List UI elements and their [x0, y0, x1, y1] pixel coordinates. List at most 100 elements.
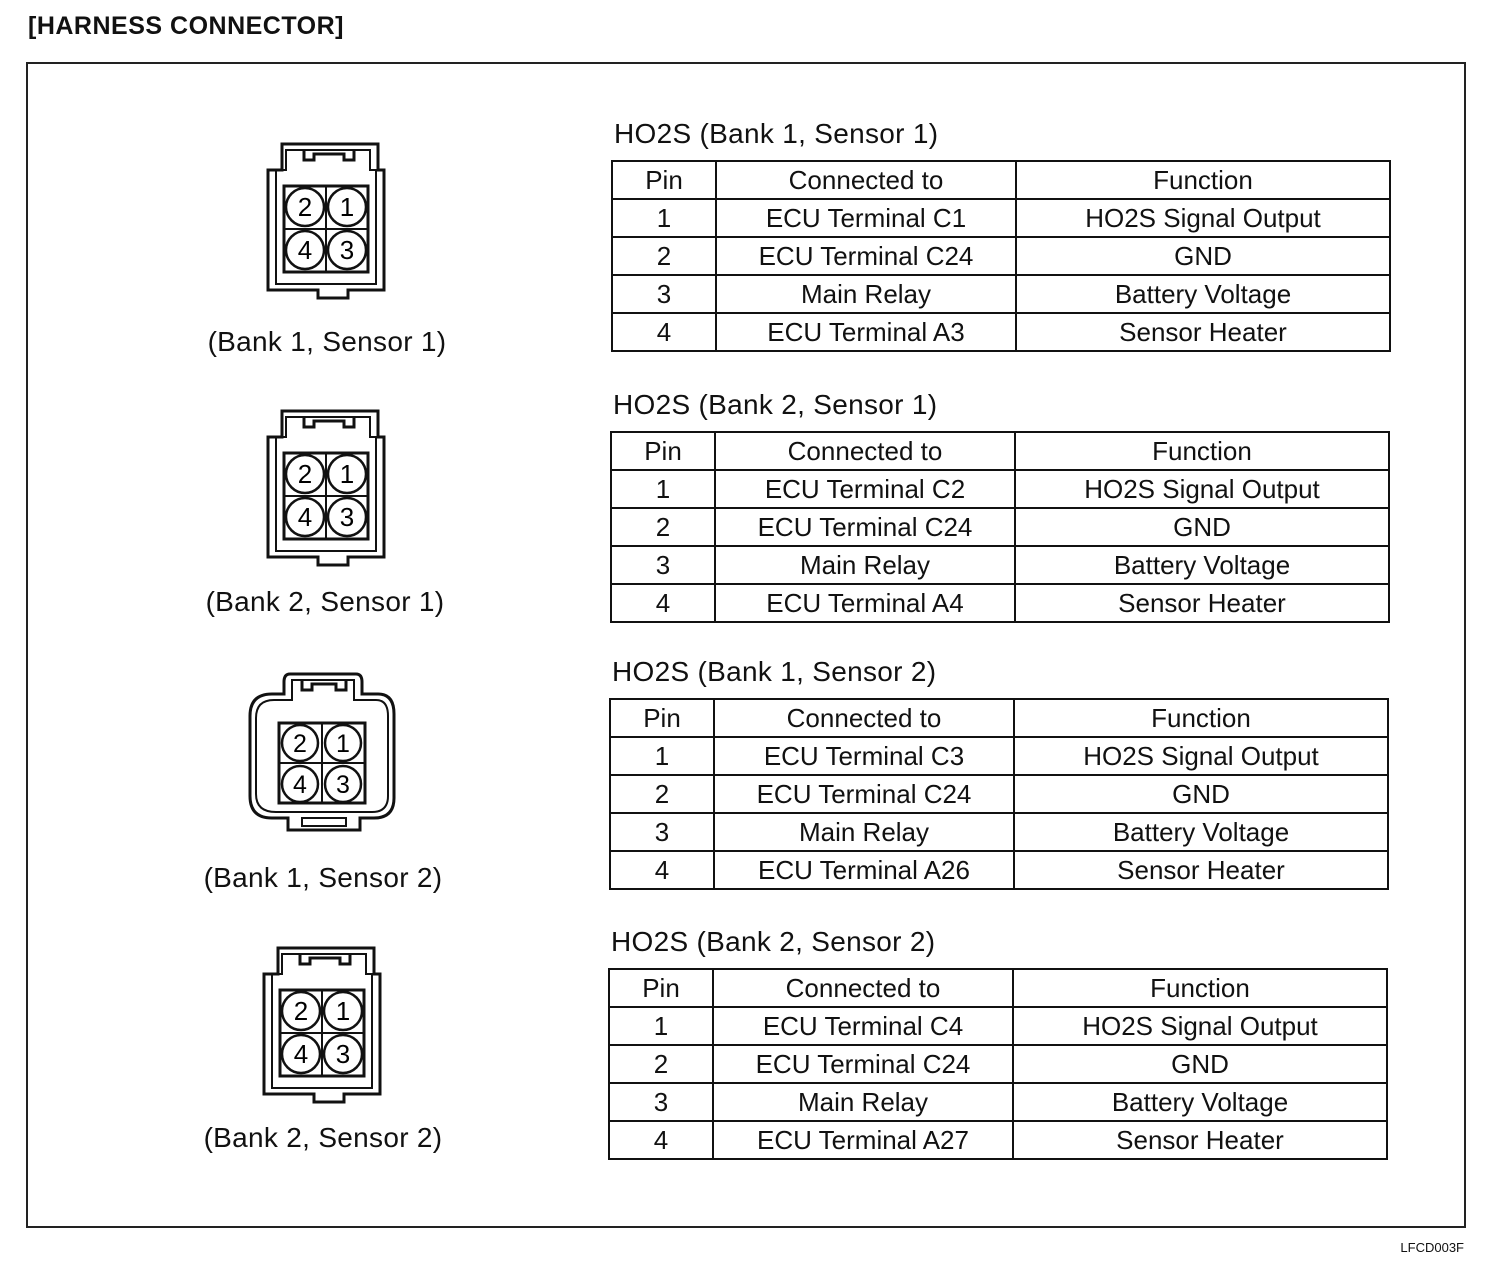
- header-pin: Pin: [610, 431, 716, 471]
- cell-pin: 1: [608, 1006, 714, 1046]
- header-function: Function: [1014, 431, 1390, 471]
- cell-pin: 4: [609, 850, 715, 890]
- cell-connected-to: Main Relay: [712, 1082, 1014, 1122]
- table-row: 4 ECU Terminal A3 Sensor Heater: [611, 312, 1391, 352]
- pin-label: 3: [336, 771, 350, 799]
- table-row: 2 ECU Terminal C24 GND: [610, 507, 1390, 547]
- table-row: 4 ECU Terminal A27 Sensor Heater: [608, 1120, 1388, 1160]
- cell-connected-to: ECU Terminal A3: [715, 312, 1017, 352]
- pin-label: 4: [293, 771, 307, 799]
- cell-connected-to: ECU Terminal A4: [714, 583, 1016, 623]
- connector-caption: (Bank 1, Sensor 2): [203, 862, 443, 893]
- table-header-row: Pin Connected to Function: [608, 968, 1388, 1008]
- header-pin: Pin: [608, 968, 714, 1008]
- cell-connected-to: Main Relay: [714, 545, 1016, 585]
- pin-table: Pin Connected to Function 1 ECU Terminal…: [610, 431, 1390, 623]
- cell-connected-to: ECU Terminal C1: [715, 198, 1017, 238]
- cell-function: GND: [1012, 1044, 1388, 1084]
- pin-table: Pin Connected to Function 1 ECU Terminal…: [608, 968, 1388, 1160]
- cell-function: HO2S Signal Output: [1014, 469, 1390, 509]
- header-function: Function: [1015, 160, 1391, 200]
- header-function: Function: [1012, 968, 1388, 1008]
- cell-connected-to: Main Relay: [713, 812, 1015, 852]
- header-function: Function: [1013, 698, 1389, 738]
- cell-function: Sensor Heater: [1013, 850, 1389, 890]
- table-row: 1 ECU Terminal C2 HO2S Signal Output: [610, 469, 1390, 509]
- cell-pin: 2: [610, 507, 716, 547]
- cell-pin: 2: [609, 774, 715, 814]
- cell-function: Battery Voltage: [1012, 1082, 1388, 1122]
- connector-bank2-sensor1-icon: 2 1 4 3: [266, 409, 386, 567]
- table-row: 2 ECU Terminal C24 GND: [611, 236, 1391, 276]
- pin-label: 3: [340, 502, 354, 532]
- cell-connected-to: ECU Terminal C24: [713, 774, 1015, 814]
- table-header-row: Pin Connected to Function: [609, 698, 1389, 738]
- table-row: 3 Main Relay Battery Voltage: [609, 812, 1389, 852]
- pin-table: Pin Connected to Function 1 ECU Terminal…: [611, 160, 1391, 352]
- table-row: 1 ECU Terminal C1 HO2S Signal Output: [611, 198, 1391, 238]
- pin-label: 2: [298, 459, 312, 489]
- pin-label: 2: [293, 730, 307, 758]
- table-row: 3 Main Relay Battery Voltage: [610, 545, 1390, 585]
- cell-pin: 1: [609, 736, 715, 776]
- header-pin: Pin: [609, 698, 715, 738]
- cell-function: GND: [1015, 236, 1391, 276]
- cell-pin: 3: [611, 274, 717, 314]
- cell-pin: 4: [608, 1120, 714, 1160]
- cell-connected-to: ECU Terminal C3: [713, 736, 1015, 776]
- connector-caption: (Bank 1, Sensor 1): [207, 326, 447, 357]
- table-row: 4 ECU Terminal A26 Sensor Heater: [609, 850, 1389, 890]
- table-row: 2 ECU Terminal C24 GND: [609, 774, 1389, 814]
- header-connected-to: Connected to: [715, 160, 1017, 200]
- table-title: HO2S (Bank 1, Sensor 2): [612, 656, 937, 687]
- header-connected-to: Connected to: [714, 431, 1016, 471]
- cell-pin: 3: [610, 545, 716, 585]
- pin-label: 2: [294, 996, 308, 1026]
- cell-function: Battery Voltage: [1015, 274, 1391, 314]
- cell-connected-to: ECU Terminal C4: [712, 1006, 1014, 1046]
- cell-function: HO2S Signal Output: [1012, 1006, 1388, 1046]
- cell-connected-to: ECU Terminal C24: [712, 1044, 1014, 1084]
- cell-connected-to: ECU Terminal A27: [712, 1120, 1014, 1160]
- table-title: HO2S (Bank 2, Sensor 2): [611, 926, 936, 957]
- cell-connected-to: ECU Terminal C24: [715, 236, 1017, 276]
- cell-function: Battery Voltage: [1013, 812, 1389, 852]
- pin-label: 2: [298, 192, 312, 222]
- page-title: [HARNESS CONNECTOR]: [28, 12, 344, 40]
- figure-code: LFCD003F: [1400, 1240, 1464, 1255]
- pin-label: 3: [340, 235, 354, 265]
- pin-label: 3: [336, 1039, 350, 1069]
- cell-function: GND: [1014, 507, 1390, 547]
- connector-caption: (Bank 2, Sensor 2): [203, 1122, 443, 1153]
- table-header-row: Pin Connected to Function: [611, 160, 1391, 200]
- cell-function: Sensor Heater: [1015, 312, 1391, 352]
- cell-pin: 3: [609, 812, 715, 852]
- table-row: 3 Main Relay Battery Voltage: [608, 1082, 1388, 1122]
- cell-connected-to: Main Relay: [715, 274, 1017, 314]
- pin-label: 4: [298, 235, 312, 265]
- cell-function: HO2S Signal Output: [1015, 198, 1391, 238]
- pin-label: 1: [336, 730, 350, 758]
- connector-bank1-sensor1-icon: 2 1 4 3: [266, 142, 386, 300]
- pin-label: 1: [340, 459, 354, 489]
- pin-label: 4: [294, 1039, 308, 1069]
- table-row: 1 ECU Terminal C4 HO2S Signal Output: [608, 1006, 1388, 1046]
- cell-pin: 2: [608, 1044, 714, 1084]
- cell-pin: 4: [610, 583, 716, 623]
- table-row: 3 Main Relay Battery Voltage: [611, 274, 1391, 314]
- header-connected-to: Connected to: [713, 698, 1015, 738]
- cell-pin: 4: [611, 312, 717, 352]
- cell-function: Sensor Heater: [1014, 583, 1390, 623]
- table-row: 4 ECU Terminal A4 Sensor Heater: [610, 583, 1390, 623]
- cell-connected-to: ECU Terminal C24: [714, 507, 1016, 547]
- table-row: 1 ECU Terminal C3 HO2S Signal Output: [609, 736, 1389, 776]
- header-connected-to: Connected to: [712, 968, 1014, 1008]
- cell-function: HO2S Signal Output: [1013, 736, 1389, 776]
- cell-function: GND: [1013, 774, 1389, 814]
- table-title: HO2S (Bank 1, Sensor 1): [614, 118, 939, 149]
- connector-bank2-sensor2-icon: 2 1 4 3: [262, 946, 382, 1104]
- table-row: 2 ECU Terminal C24 GND: [608, 1044, 1388, 1084]
- cell-connected-to: ECU Terminal C2: [714, 469, 1016, 509]
- diagram-frame: [26, 62, 1466, 1228]
- cell-pin: 3: [608, 1082, 714, 1122]
